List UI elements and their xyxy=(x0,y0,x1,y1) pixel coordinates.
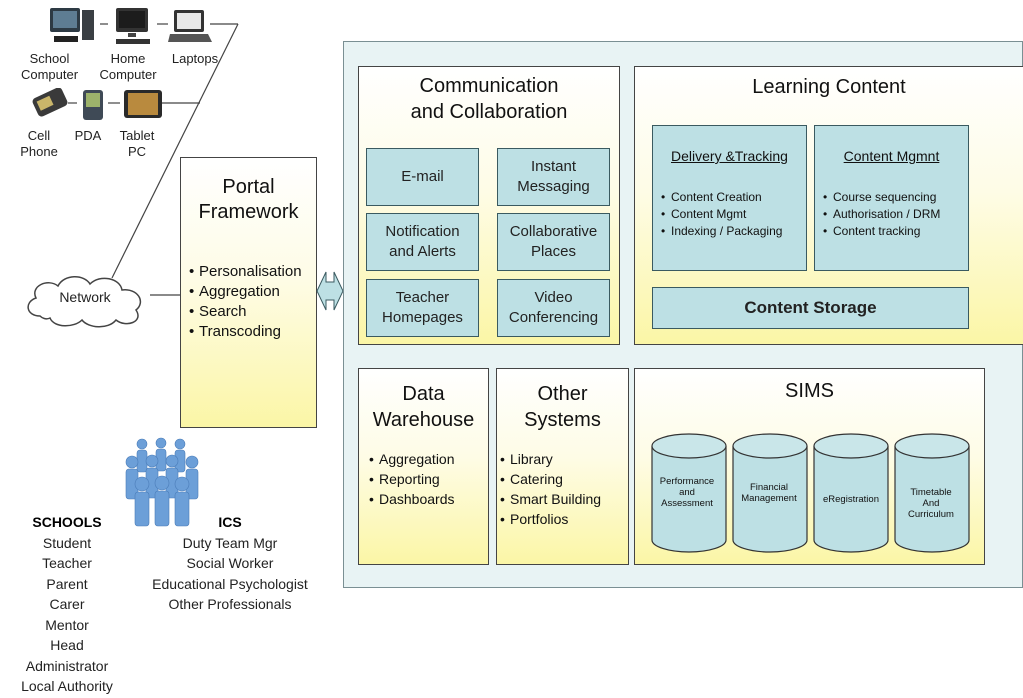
people-group-icon xyxy=(125,437,199,527)
schools-role: Administrator xyxy=(25,657,109,674)
content-storage-box: Content Storage xyxy=(652,287,969,329)
performance-assessment-label: Performance and Assessment xyxy=(659,476,715,509)
schools-role: Local Authority xyxy=(21,678,113,694)
delivery-tracking-title: Delivery &Tracking xyxy=(671,148,788,164)
schools-role: Student xyxy=(42,534,92,551)
instant-messaging-box: Instant Messaging xyxy=(497,148,610,206)
financial-management-label: Financial Management xyxy=(741,482,797,504)
schools-role: Mentor xyxy=(45,616,89,633)
database-cylinder-icon xyxy=(813,433,889,553)
cell-phone-icon xyxy=(32,88,68,117)
collaborative-places-box: Collaborative Places xyxy=(497,213,610,271)
sims-title: SIMS xyxy=(785,380,834,402)
tablet-pc-label: Tablet PC xyxy=(119,128,155,159)
timetable-curriculum-label: Timetable And Curriculum xyxy=(908,487,954,520)
other-systems-item: Portfolios xyxy=(500,509,601,529)
content-mgmnt-list: Course sequencing Authorisation / DRM Co… xyxy=(823,189,940,240)
pda-icon xyxy=(83,90,103,120)
teacher-homepages-box: Teacher Homepages xyxy=(366,279,479,337)
learning-content-title: Learning Content xyxy=(752,76,906,98)
data-warehouse-list: Aggregation Reporting Dashboards xyxy=(369,449,455,509)
video-conferencing-box: Video Conferencing xyxy=(497,279,610,337)
ics-role: Other Professionals xyxy=(168,596,292,612)
data-warehouse-item: Aggregation xyxy=(369,449,455,469)
other-systems-item: Smart Building xyxy=(500,489,601,509)
laptop-icon xyxy=(168,10,212,42)
schools-heading: SCHOOLS xyxy=(32,514,102,530)
other-systems-list: Library Catering Smart Building Portfoli… xyxy=(500,449,601,529)
pda-label: PDA xyxy=(74,128,102,143)
tablet-pc-icon xyxy=(124,90,162,118)
delivery-item: Indexing / Packaging xyxy=(661,223,782,240)
database-cylinder-icon xyxy=(651,433,727,553)
schools-role: Head xyxy=(50,637,84,653)
eregistration-label: eRegistration xyxy=(823,494,879,505)
content-mgmnt-item: Authorisation / DRM xyxy=(823,206,940,223)
data-warehouse-box: Data Warehouse Aggregation Reporting Das… xyxy=(358,368,489,565)
schools-role: Carer xyxy=(49,596,85,612)
school-computer-icon xyxy=(50,8,94,42)
home-computer-icon xyxy=(116,8,150,44)
schools-role: Parent xyxy=(46,575,88,592)
data-warehouse-item: Dashboards xyxy=(369,489,455,509)
content-mgmnt-item: Course sequencing xyxy=(823,189,940,206)
notification-alerts-box: Notification and Alerts xyxy=(366,213,479,271)
delivery-item: Content Creation xyxy=(661,189,782,206)
portal-feature-item: Personalisation xyxy=(189,262,302,282)
sims-cylinders xyxy=(651,433,970,553)
ics-role: Educational Psychologist xyxy=(152,575,308,592)
laptops-label: Laptops xyxy=(171,51,219,66)
data-warehouse-title: Data Warehouse xyxy=(372,383,475,431)
home-computer-label: Home Computer xyxy=(99,51,157,82)
email-box: E-mail xyxy=(366,148,479,206)
communication-title: Communication and Collaboration xyxy=(410,75,568,123)
other-systems-box: Other Systems Library Catering Smart Bui… xyxy=(496,368,629,565)
other-systems-item: Catering xyxy=(500,469,601,489)
network-cloud-icon xyxy=(27,276,142,328)
network-label: Network xyxy=(59,289,111,305)
ics-roles-list: ICS Duty Team Mgr Social Worker Educatio… xyxy=(130,512,330,615)
content-mgmnt-box: Content Mgmnt Course sequencing Authoris… xyxy=(814,125,969,271)
portal-framework-box: Portal Framework Personalisation Aggrega… xyxy=(180,157,317,428)
schools-role: Teacher xyxy=(42,555,92,571)
content-mgmnt-title: Content Mgmnt xyxy=(843,148,940,164)
ics-role: Duty Team Mgr xyxy=(182,534,278,551)
delivery-item: Content Mgmt xyxy=(661,206,782,223)
ics-heading: ICS xyxy=(218,514,242,530)
data-warehouse-item: Reporting xyxy=(369,469,455,489)
portal-feature-list: Personalisation Aggregation Search Trans… xyxy=(189,262,302,342)
delivery-tracking-list: Content Creation Content Mgmt Indexing /… xyxy=(661,189,782,240)
portal-framework-title: Portal Framework xyxy=(198,176,299,223)
portal-feature-item: Search xyxy=(189,302,302,322)
delivery-tracking-box: Delivery &Tracking Content Creation Cont… xyxy=(652,125,807,271)
database-cylinder-icon xyxy=(894,433,970,553)
schools-roles-list: SCHOOLS Student Teacher Parent Carer Men… xyxy=(6,512,128,697)
other-systems-item: Library xyxy=(500,449,601,469)
database-cylinder-icon xyxy=(732,433,808,553)
portal-feature-item: Aggregation xyxy=(189,282,302,302)
other-systems-title: Other Systems xyxy=(524,383,601,431)
ics-role: Social Worker xyxy=(186,555,274,571)
double-arrow-icon xyxy=(316,271,344,311)
content-mgmnt-item: Content tracking xyxy=(823,223,940,240)
portal-feature-item: Transcoding xyxy=(189,322,302,342)
school-computer-label: School Computer xyxy=(20,51,79,82)
cell-phone-label: Cell Phone xyxy=(20,128,58,159)
